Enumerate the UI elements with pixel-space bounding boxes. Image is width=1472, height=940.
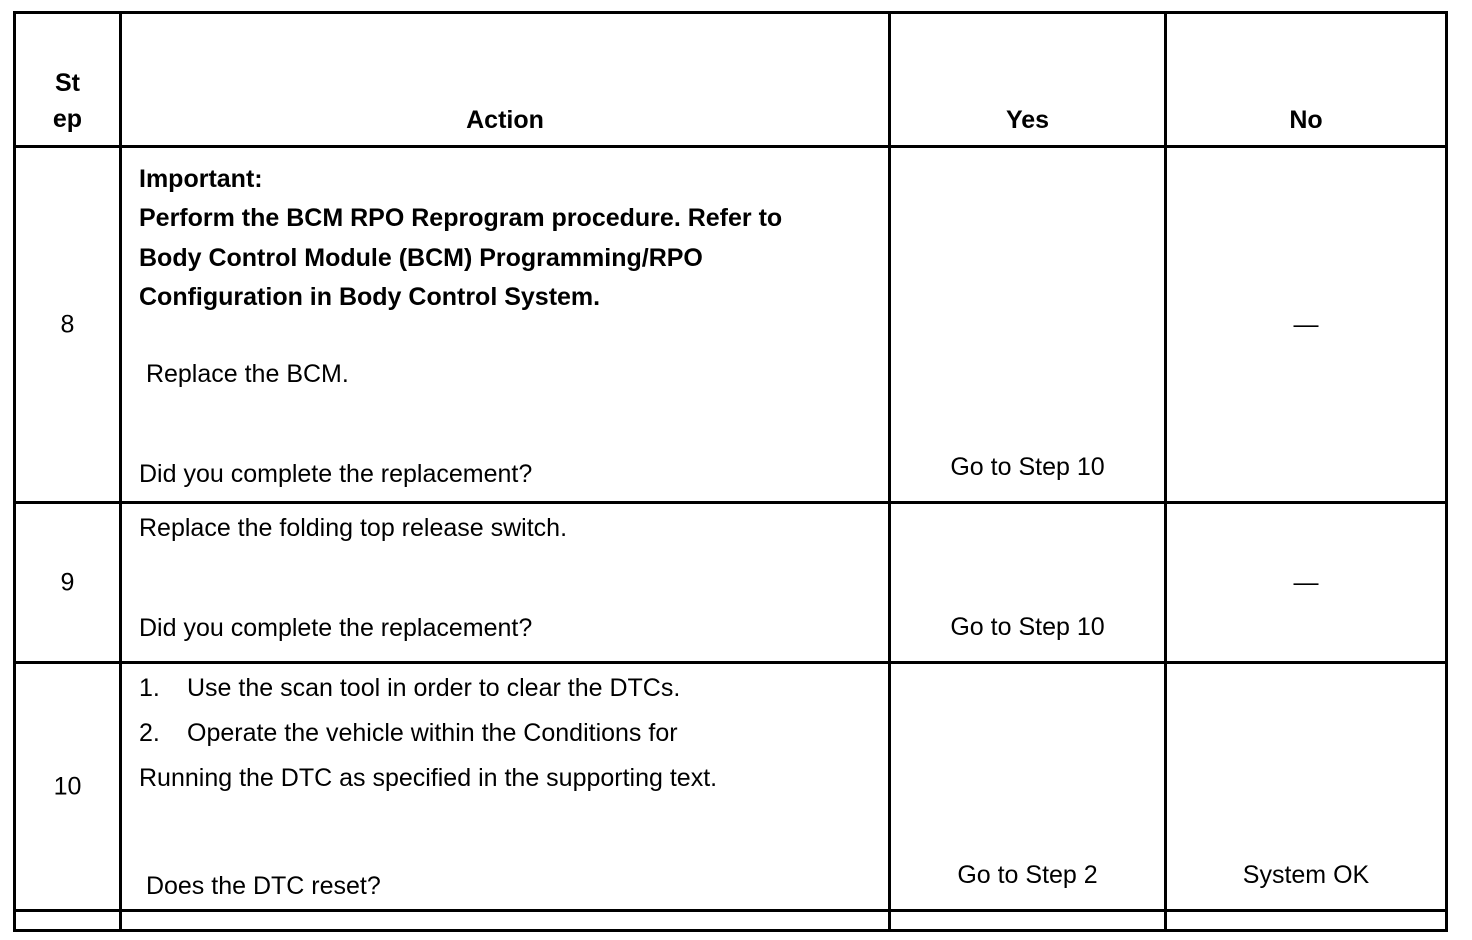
important-line-2: Body Control Module (BCM) Programming/RP…	[139, 243, 703, 272]
table-row-cutoff	[13, 909, 1448, 932]
no-answer-cell-cutoff	[1164, 909, 1448, 932]
no-answer-cell: —	[1164, 145, 1448, 504]
yes-answer-cell-cutoff	[888, 909, 1167, 932]
spacer	[139, 836, 874, 874]
action-cell: 1. Use the scan tool in order to clear th…	[119, 661, 891, 912]
spacer	[139, 586, 874, 616]
action-numbered-list: 1. Use the scan tool in order to clear th…	[139, 676, 874, 791]
yes-answer-text: Go to Step 10	[950, 613, 1105, 641]
list-item-number: 1.	[139, 674, 160, 702]
yes-answer-text: Go to Step 2	[957, 861, 1098, 889]
list-item-number: 2.	[139, 719, 160, 747]
diagnostic-table: St ep Action Yes No 8	[13, 11, 1448, 932]
step-number-cell: 9	[13, 501, 122, 664]
no-answer-cell: —	[1164, 501, 1448, 664]
list-item: 2. Operate the vehicle within the Conditi…	[139, 721, 874, 746]
important-label: Important:	[139, 165, 263, 193]
important-notice: Important: Perform the BCM RPO Reprogram…	[139, 160, 874, 317]
table-row: 10 1. Use the scan tool in order to clear…	[13, 661, 1448, 912]
step-number-cell: 10	[13, 661, 122, 912]
action-cell: Replace the folding top release switch. …	[119, 501, 891, 664]
yes-answer-cell: Go to Step 2	[888, 661, 1167, 912]
action-instruction: Replace the folding top release switch.	[139, 514, 568, 542]
spacer	[139, 387, 874, 432]
table-row: 9 Replace the folding top release switch…	[13, 501, 1448, 664]
no-answer-text: System OK	[1242, 861, 1370, 889]
column-header-no-label: No	[1289, 106, 1323, 134]
spacer	[139, 432, 874, 462]
spacer	[139, 791, 874, 836]
step-number-cell-cutoff	[13, 909, 122, 932]
column-header-action-label: Action	[466, 106, 544, 134]
list-item-continuation: Running the DTC as specified in the supp…	[139, 764, 718, 792]
action-cell-cutoff	[119, 909, 891, 932]
column-header-step-line1: St	[55, 69, 80, 97]
spacer	[139, 541, 874, 586]
important-line-3: Configuration in Body Control System.	[139, 282, 601, 311]
table-header-row: St ep Action Yes No	[13, 11, 1448, 148]
step-number: 9	[60, 568, 75, 596]
important-line-1: Perform the BCM RPO Reprogram procedure.…	[139, 204, 783, 233]
column-header-yes-label: Yes	[1005, 106, 1050, 134]
table-row: 8 Important: Perform the BCM RPO Reprogr…	[13, 145, 1448, 504]
column-header-step-line2: ep	[52, 104, 83, 133]
no-answer-dash: —	[1293, 310, 1319, 338]
list-item-text: Use the scan tool in order to clear the …	[187, 674, 681, 702]
action-question: Did you complete the replacement?	[139, 614, 533, 642]
yes-answer-cell: Go to Step 10	[888, 501, 1167, 664]
yes-answer-text: Go to Step 10	[950, 453, 1105, 481]
column-header-action: Action	[119, 11, 891, 148]
list-item-text: Operate the vehicle within the Condition…	[187, 719, 678, 747]
column-header-yes: Yes	[888, 11, 1167, 148]
no-answer-dash: —	[1293, 568, 1319, 596]
spacer	[139, 317, 874, 362]
action-cell: Important: Perform the BCM RPO Reprogram…	[119, 145, 891, 504]
action-question: Did you complete the replacement?	[139, 460, 533, 488]
no-answer-cell: System OK	[1164, 661, 1448, 912]
step-number-cell: 8	[13, 145, 122, 504]
action-instruction: Replace the BCM.	[139, 360, 349, 388]
column-header-step: St ep	[13, 11, 122, 148]
list-item: 1. Use the scan tool in order to clear th…	[139, 676, 874, 701]
action-question: Does the DTC reset?	[139, 872, 381, 900]
yes-answer-cell: Go to Step 10	[888, 145, 1167, 504]
column-header-no: No	[1164, 11, 1448, 148]
step-number: 10	[53, 772, 82, 800]
step-number: 8	[60, 310, 75, 338]
